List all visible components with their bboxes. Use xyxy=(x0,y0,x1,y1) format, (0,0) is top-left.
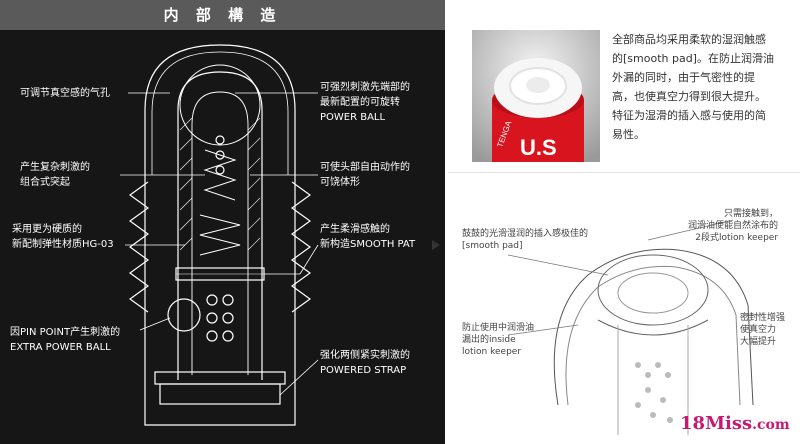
pad-cross-section xyxy=(507,219,758,435)
label-line: 新配制弹性材质HG-03 xyxy=(12,239,114,250)
desc-line: 高，也使真空力得到很大提升。 xyxy=(612,90,766,103)
label-line: 可使头部自由动作的 xyxy=(320,162,410,173)
label-line: 2段式lotion keeper xyxy=(695,233,779,243)
label-extra-ball: 因PIN POINT产生刺激的 EXTRA POWER BALL xyxy=(10,325,120,355)
label-line: 防止使用中润滑油 xyxy=(462,323,535,333)
label-one-touch: 只需接触到， 润滑油便能自然涂布的 2段式lotion keeper xyxy=(688,208,778,244)
label-head-free: 可使头部自由动作的 可饶体形 xyxy=(320,160,410,190)
label-sealing: 密封性增强 使真空力 大幅提升 xyxy=(740,312,785,348)
label-power-ball: 可强烈刺激先端部的 最新配置的可旋转 POWER BALL xyxy=(320,80,410,125)
label-line: [smooth pad] xyxy=(462,241,523,251)
label-line: 大幅提升 xyxy=(740,337,777,347)
label-strap: 强化两侧紧实刺激的 POWERED STRAP xyxy=(320,348,410,378)
label-elastic: 采用更为硬质的 新配制弹性材质HG-03 xyxy=(12,222,114,252)
label-line: 组合式突起 xyxy=(20,177,70,188)
desc-line: 的[smooth pad]。在防止润滑油 xyxy=(612,52,774,65)
label-bumps: 产生复杂刺激的 组合式突起 xyxy=(20,160,90,190)
label-line: 最新配置的可旋转 xyxy=(320,97,400,108)
label-line: 采用更为硬质的 xyxy=(12,224,82,235)
logo-number: 18 xyxy=(680,413,706,434)
internal-structure-panel: 内 部 構 造 xyxy=(0,0,445,444)
label-line: 强化两侧紧实刺激的 xyxy=(320,350,410,361)
label-line: 可强烈刺激先端部的 xyxy=(320,82,410,93)
arrow-right-icon xyxy=(432,240,440,250)
label-smooth-pat: 产生柔滑感触的 新构造SMOOTH PAT xyxy=(320,222,415,252)
label-line: 产生柔滑感触的 xyxy=(320,224,390,235)
desc-line: 易性。 xyxy=(612,128,645,141)
label-line: 只需接触到， xyxy=(724,209,779,219)
logo-domain: .com xyxy=(752,417,790,433)
label-line: 漏出的inside xyxy=(462,335,516,345)
product-photo: U.S TENGA xyxy=(472,30,600,162)
label-prevent-leak: 防止使用中润滑油 漏出的inside lotion keeper xyxy=(462,322,534,358)
divider xyxy=(448,172,800,173)
label-line: POWERED STRAP xyxy=(320,365,407,376)
diagram-area xyxy=(0,30,445,444)
label-line: 可饶体形 xyxy=(320,177,360,188)
label-line: 产生复杂刺激的 xyxy=(20,162,90,173)
cross-section-diagram xyxy=(120,44,319,426)
label-line: EXTRA POWER BALL xyxy=(10,342,111,353)
desc-line: 特征为湿滑的插入感与使用的简 xyxy=(612,109,766,122)
label-air-hole: 可调节真空感的气孔 xyxy=(20,86,110,101)
label-line: 新构造SMOOTH PAT xyxy=(320,239,416,250)
label-line: 因PIN POINT产生刺激的 xyxy=(10,327,121,338)
product-description: 全部商品均采用柔软的湿润触感 的[smooth pad]。在防止润滑油 外漏的同… xyxy=(612,30,792,144)
desc-line: 全部商品均采用柔软的湿润触感 xyxy=(612,33,766,46)
photo-text: U.S xyxy=(520,135,557,160)
label-line: 可调节真空感的气孔 xyxy=(20,88,110,99)
label-line: POWER BALL xyxy=(320,112,386,123)
logo-word: Miss xyxy=(705,413,753,434)
label-line: lotion keeper xyxy=(462,347,522,357)
label-drum: 鼓鼓的光滑湿润的插入感极佳的 [smooth pad] xyxy=(462,228,588,252)
label-line: 鼓鼓的光滑湿润的插入感极佳的 xyxy=(462,229,589,239)
label-line: 润滑油便能自然涂布的 xyxy=(688,221,779,231)
desc-line: 外漏的同时，由于气密性的提 xyxy=(612,71,755,84)
label-line: 使真空力 xyxy=(740,325,777,335)
cup-image: U.S TENGA xyxy=(472,30,600,162)
site-logo[interactable]: 18Miss.com xyxy=(680,413,790,434)
panel-title: 内 部 構 造 xyxy=(0,0,445,30)
label-line: 密封性增强 xyxy=(740,313,786,323)
